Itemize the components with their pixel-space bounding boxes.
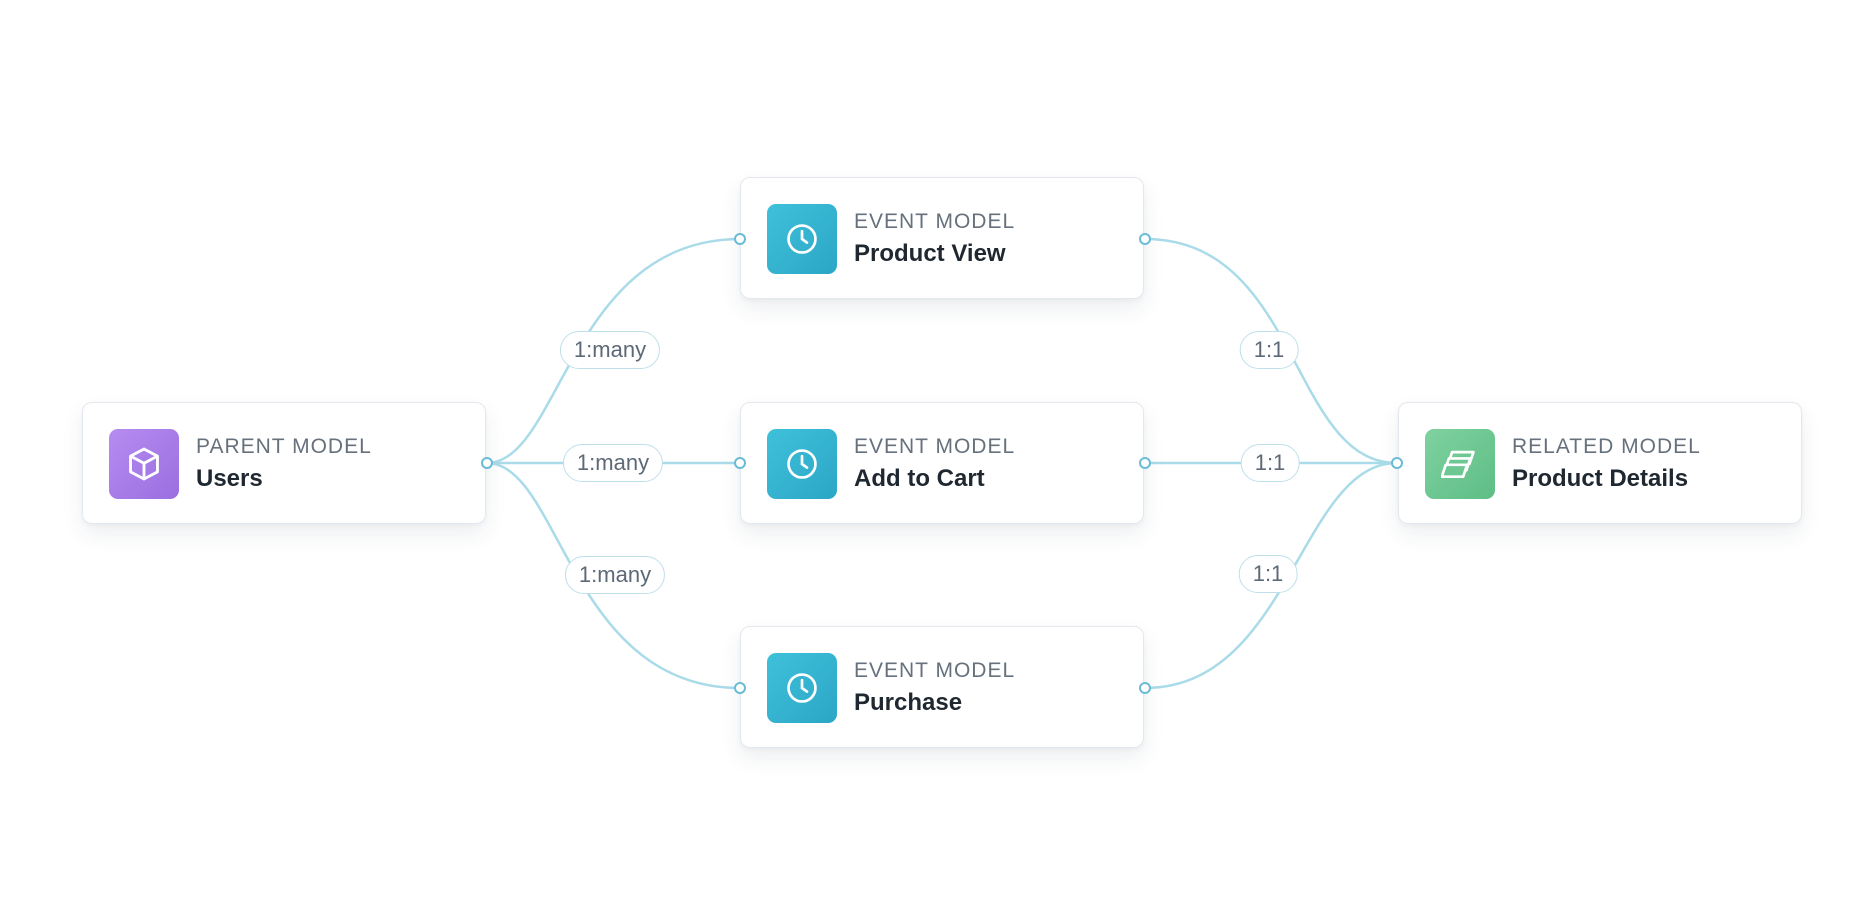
edge-label[interactable]: 1:many (559, 331, 661, 369)
input-port-product-view[interactable] (734, 233, 746, 245)
node-users[interactable]: PARENT MODEL Users (82, 402, 486, 524)
input-port-add-to-cart[interactable] (734, 457, 746, 469)
output-port-add-to-cart[interactable] (1139, 457, 1151, 469)
output-port-purchase[interactable] (1139, 682, 1151, 694)
cube-icon (109, 429, 179, 499)
node-add-to-cart[interactable]: EVENT MODEL Add to Cart (740, 402, 1144, 524)
node-kind-label: EVENT MODEL (854, 210, 1016, 233)
clock-icon (767, 429, 837, 499)
input-port-purchase[interactable] (734, 682, 746, 694)
node-product-view[interactable]: EVENT MODEL Product View (740, 177, 1144, 299)
layers-icon (1425, 429, 1495, 499)
clock-icon (767, 204, 837, 274)
node-kind-label: PARENT MODEL (196, 435, 372, 458)
clock-icon (767, 653, 837, 723)
node-title: Product View (854, 240, 1006, 267)
node-title: Add to Cart (854, 465, 985, 492)
node-kind-label: EVENT MODEL (854, 659, 1016, 682)
node-title: Users (196, 465, 263, 492)
node-title: Purchase (854, 689, 963, 716)
edge-label[interactable]: 1:many (562, 444, 664, 482)
output-port-product-view[interactable] (1139, 233, 1151, 245)
node-purchase[interactable]: EVENT MODEL Purchase (740, 626, 1144, 748)
input-port-product-details[interactable] (1391, 457, 1403, 469)
node-product-details[interactable]: RELATED MODEL Product Details (1398, 402, 1802, 524)
node-kind-label: RELATED MODEL (1512, 435, 1701, 458)
edge-label[interactable]: 1:many (564, 556, 666, 594)
edge-label[interactable]: 1:1 (1239, 331, 1299, 369)
output-port-users[interactable] (481, 457, 493, 469)
edge-label[interactable]: 1:1 (1240, 444, 1300, 482)
node-title: Product Details (1512, 465, 1689, 492)
edge-label[interactable]: 1:1 (1238, 555, 1298, 593)
node-kind-label: EVENT MODEL (854, 435, 1016, 458)
